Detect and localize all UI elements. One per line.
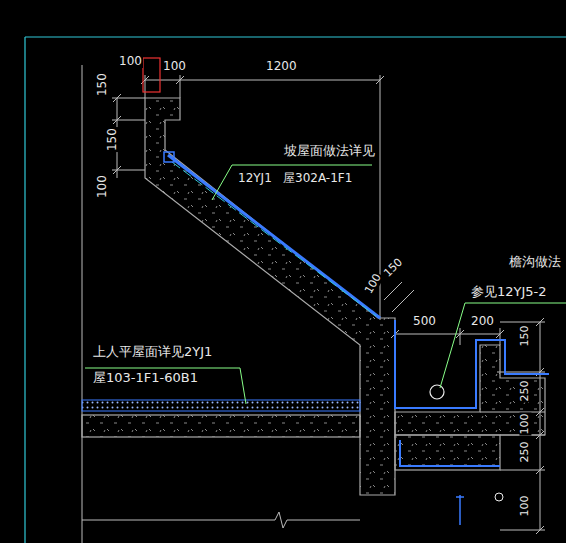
dimension-text: 100 <box>96 174 109 199</box>
note-text: 12YJ1 <box>237 172 273 185</box>
dimension-text: 150 <box>96 72 109 97</box>
dimension-text: 250 <box>519 441 531 464</box>
pipe <box>456 495 464 525</box>
note-text: 屋302A-1F1 <box>282 172 353 185</box>
dimension-lines <box>112 75 545 534</box>
dimension-text: 150 <box>381 256 406 281</box>
leader-lines <box>85 165 566 404</box>
break-line <box>82 512 360 528</box>
drain-symbol <box>430 385 444 399</box>
dimension-text: 250 <box>519 380 531 403</box>
dimension-text: 1200 <box>265 60 298 73</box>
dimension-text: 100 <box>118 55 143 68</box>
dimension-text: 100 <box>162 60 187 73</box>
note-text: 参见12YJ5-2 <box>470 285 548 299</box>
dimension-text: 150 <box>106 127 119 152</box>
dimension-text: 100 <box>363 271 385 297</box>
note-text: 檐沟做法 <box>508 255 562 269</box>
pipe-end <box>495 493 503 501</box>
dimension-text: 150 <box>519 325 531 348</box>
marker-box <box>143 58 160 92</box>
frame <box>25 37 566 543</box>
note-text: 上人平屋面详见2YJ1 <box>92 345 213 359</box>
waterproof-layers <box>82 152 549 466</box>
dimension-text: 200 <box>470 315 495 328</box>
note-text: 坡屋面做法详见 <box>283 144 376 158</box>
dimension-text: 100 <box>519 413 531 436</box>
dimension-text: 100 <box>519 495 531 518</box>
note-text: 屋103-1F1-60B1 <box>92 371 199 385</box>
dimension-text: 500 <box>412 315 437 328</box>
